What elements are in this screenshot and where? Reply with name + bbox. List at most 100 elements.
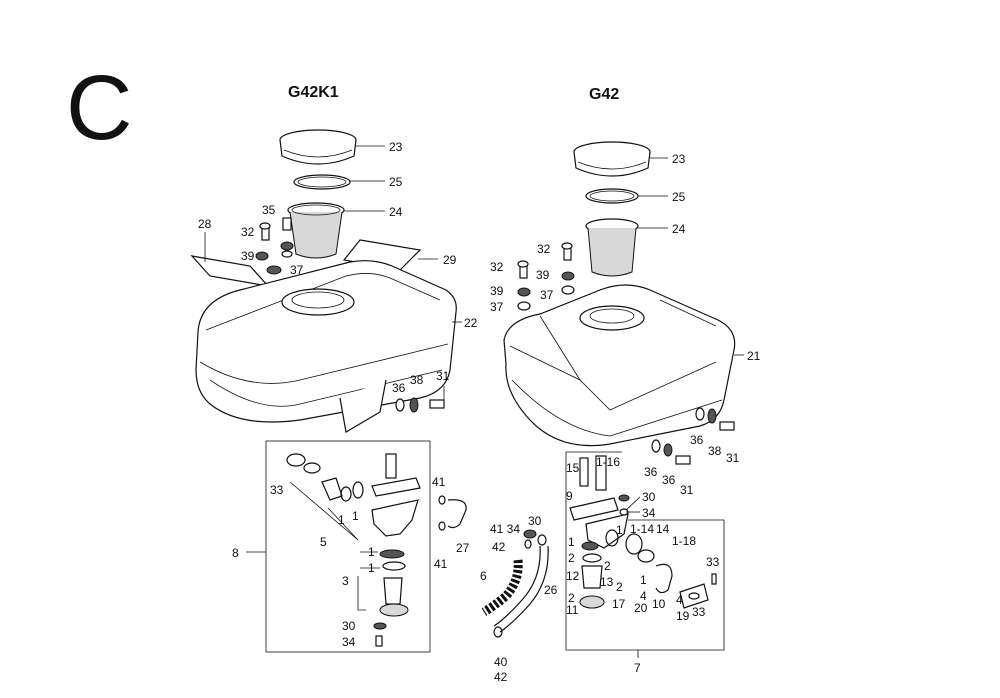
label: 7	[634, 661, 641, 675]
label: 1	[368, 561, 375, 575]
label: 5	[320, 535, 327, 549]
label: 24	[672, 222, 686, 236]
label: 1-16	[596, 455, 620, 469]
label: 42	[492, 540, 506, 554]
label: 23	[672, 152, 686, 166]
right-upper-fasteners	[517, 242, 575, 311]
left-fuel-cap	[279, 129, 357, 165]
label: 41 34	[490, 522, 520, 536]
label: 27	[456, 541, 470, 555]
label: 24	[389, 205, 403, 219]
label: 38	[410, 373, 424, 387]
label: 39	[241, 249, 255, 263]
right-fuel-cap	[573, 141, 651, 177]
label: 30	[642, 490, 656, 504]
label: 8	[232, 546, 239, 560]
label: 33	[270, 483, 284, 497]
label: 36	[392, 381, 406, 395]
label: 31	[680, 483, 694, 497]
label: 25	[672, 190, 686, 204]
left-strainer	[287, 202, 345, 259]
right-fuel-tube	[481, 545, 549, 638]
label: 23	[389, 140, 403, 154]
label: 29	[443, 253, 457, 267]
label: 1	[568, 535, 575, 549]
label: 12	[566, 569, 580, 583]
label: 34	[342, 635, 356, 649]
right-cap-gasket	[585, 188, 639, 204]
label: 4	[676, 593, 683, 607]
label: 37	[490, 300, 504, 314]
label: 41	[434, 557, 448, 571]
label: 6	[480, 569, 487, 583]
left-upper-fasteners	[255, 217, 294, 275]
label: 36	[662, 473, 676, 487]
label: 4	[640, 589, 647, 603]
label: 1	[640, 573, 647, 587]
label: 2	[568, 551, 575, 565]
right-strainer	[585, 218, 639, 277]
label: 2	[568, 591, 575, 605]
label: 20	[634, 601, 648, 615]
label: 2	[616, 580, 623, 594]
label: 40	[494, 655, 508, 669]
label: 33	[692, 605, 706, 619]
label: 34	[642, 506, 656, 520]
right-side-fasteners	[651, 407, 735, 465]
label: 21	[747, 349, 761, 363]
label: 37	[540, 288, 554, 302]
label: 31	[436, 369, 450, 383]
label: 28	[198, 217, 212, 231]
section-letter: C	[66, 57, 133, 159]
label: 22	[464, 316, 478, 330]
label: 42	[494, 670, 508, 684]
right-cock-assembly-frame	[565, 452, 725, 651]
label: 1-18	[672, 534, 696, 548]
label: 1	[338, 513, 345, 527]
label: 32	[490, 260, 504, 274]
label: 2	[604, 559, 611, 573]
label: 35	[262, 203, 276, 217]
label: 30	[528, 514, 542, 528]
label: 14	[656, 522, 670, 536]
left-cock-assembly-frame	[265, 440, 431, 653]
left-callouts: 23 25 24 35 32 39 37 28 29 22 31 38 36 8…	[198, 140, 478, 649]
left-fuel-tank	[195, 260, 457, 433]
model-title-left: G42K1	[288, 84, 339, 101]
label: 36	[690, 433, 704, 447]
label: 25	[389, 175, 403, 189]
left-fuel-cock-parts	[286, 453, 467, 647]
label: 39	[490, 284, 504, 298]
label: 32	[537, 242, 551, 256]
label: 3	[342, 574, 349, 588]
label: 10	[652, 597, 666, 611]
label: 26	[544, 583, 558, 597]
label: 39	[536, 268, 550, 282]
right-callouts: 23 25 24 32 32 39 39 37 37 21 36 38 31 3…	[480, 152, 761, 684]
label: 15	[566, 461, 580, 475]
label: 30	[342, 619, 356, 633]
label: 31	[726, 451, 740, 465]
left-cap-gasket	[293, 174, 351, 190]
label: 33	[706, 555, 720, 569]
label: 1	[616, 523, 623, 537]
label: 32	[241, 225, 255, 239]
label: 37	[290, 263, 304, 277]
label: 1	[368, 545, 375, 559]
label: 1-14	[630, 522, 654, 536]
label: 19	[676, 609, 690, 623]
label: 41	[432, 475, 446, 489]
label: 17	[612, 597, 626, 611]
label: 1	[352, 509, 359, 523]
right-fuel-tank	[503, 284, 736, 447]
label: 11	[566, 603, 579, 617]
left-side-fasteners	[395, 386, 445, 413]
label: 13	[600, 575, 614, 589]
label: 36	[644, 465, 658, 479]
right-fuel-cock-parts	[523, 455, 717, 609]
label: 38	[708, 444, 722, 458]
label: 9	[566, 489, 573, 503]
model-title-right: G42	[589, 86, 620, 103]
